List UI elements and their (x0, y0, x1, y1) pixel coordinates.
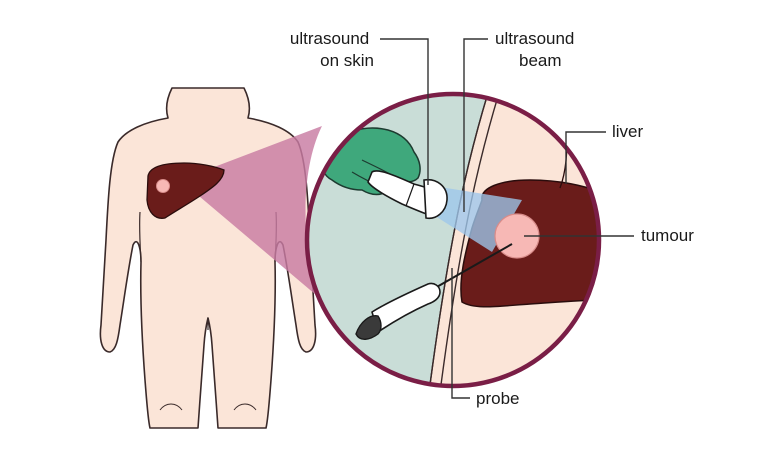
leader-liver (565, 131, 606, 184)
label-ultrasound-beam-line-1: ultrasound (495, 29, 574, 48)
leader-lines (380, 38, 634, 399)
label-liver: liver (612, 122, 644, 141)
ultrasound-transducer (367, 170, 448, 220)
transducer-head (423, 178, 448, 220)
label-tumour: tumour (641, 226, 694, 245)
small-tumour (156, 179, 170, 193)
leader-ultrasound-on-skin (380, 38, 429, 185)
label-ultrasound-beam: ultrasound beam (495, 29, 579, 70)
needle-shaft (434, 243, 513, 289)
biopsy-needle (355, 243, 513, 340)
needle-handle (371, 282, 441, 333)
body-liver (146, 162, 225, 219)
magnified-view (304, 91, 602, 389)
labels: ultrasound on skin ultrasound beam liver… (290, 29, 694, 408)
label-ultrasound-on-skin: ultrasound on skin (290, 29, 374, 70)
armpit-line-left (138, 211, 142, 263)
label-ultrasound-on-skin-line-1: ultrasound (290, 29, 369, 48)
knee-right (233, 403, 257, 411)
magnifier-ring (304, 91, 602, 389)
transducer-grip-line (405, 183, 415, 207)
knee-left (159, 403, 183, 411)
leader-probe (451, 268, 470, 399)
label-probe: probe (476, 389, 519, 408)
label-ultrasound-beam-line-2: beam (519, 51, 562, 70)
label-ultrasound-on-skin-line-2: on skin (320, 51, 374, 70)
needle-handle-tip (355, 315, 382, 340)
small-liver-shape (146, 162, 225, 219)
leader-ultrasound-beam (463, 38, 488, 212)
